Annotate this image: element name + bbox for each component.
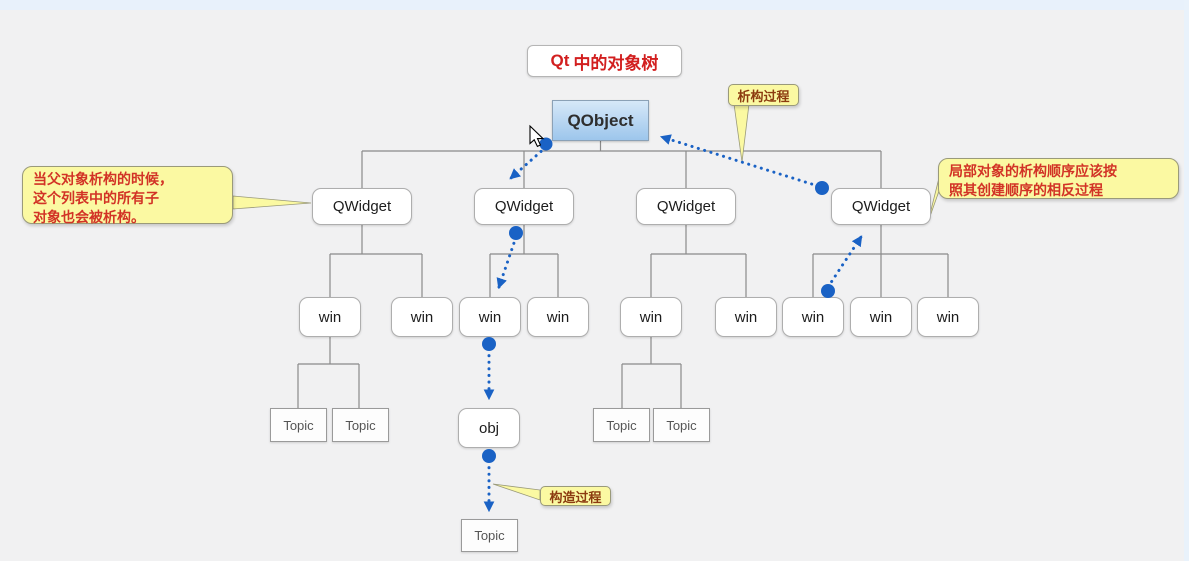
dot-qwidget4-top [815, 181, 829, 195]
node-win-3[interactable]: win [459, 297, 521, 337]
dot-win7-top [821, 284, 835, 298]
node-topic-3[interactable]: Topic [593, 408, 650, 442]
node-topic-1[interactable]: Topic [270, 408, 327, 442]
arrow-qwidget2-to-win3 [496, 235, 518, 290]
edge-qw2-children [489, 225, 559, 297]
dot-qobject-bottom-left [539, 137, 553, 151]
node-win-2[interactable]: win [391, 297, 453, 337]
pointer-destructor-label [733, 103, 750, 163]
mouse-cursor-icon [529, 124, 545, 148]
arrow-qwidget4-to-qobject [659, 134, 820, 188]
edge-root-drops [361, 151, 882, 188]
pointer-constructor-label [492, 483, 541, 501]
right-edge-strip [1184, 0, 1189, 561]
node-win-1[interactable]: win [299, 297, 361, 337]
node-win-5[interactable]: win [620, 297, 682, 337]
node-obj[interactable]: obj [458, 408, 520, 448]
node-win-6[interactable]: win [715, 297, 777, 337]
dot-obj-bottom [482, 449, 496, 463]
node-topic-2[interactable]: Topic [332, 408, 389, 442]
edge-win1-children [297, 337, 360, 408]
node-topic-bottom[interactable]: Topic [461, 519, 518, 552]
diagram-title: Qt 中的对象树 [527, 45, 682, 77]
top-edge-strip [0, 0, 1189, 10]
title-highlight: Qt [550, 51, 570, 70]
callout-local-note[interactable]: 局部对象的析构顺序应该按 照其创建顺序的相反过程 [938, 158, 1179, 199]
arrow-qobject-to-qwidget2 [509, 145, 548, 180]
tree-connectors [297, 141, 949, 408]
edge-win5-children [621, 337, 682, 408]
dot-qwidget2-bottom [509, 226, 523, 240]
edge-qw3-children [650, 225, 747, 297]
node-qwidget-3[interactable]: QWidget [636, 188, 736, 225]
callout-constructor[interactable]: 构造过程 [540, 486, 611, 506]
pointer-parent-note [232, 195, 312, 210]
arrow-win7-to-qwidget4 [826, 235, 863, 289]
edge-qw4-children [812, 225, 949, 297]
node-qwidget-4[interactable]: QWidget [831, 188, 931, 225]
callout-destructor[interactable]: 析构过程 [728, 84, 799, 106]
local-note-line-1: 局部对象的析构顺序应该按 [949, 163, 1117, 179]
dot-win3-bottom [482, 337, 496, 351]
node-topic-4[interactable]: Topic [653, 408, 710, 442]
node-qobject[interactable]: QObject [552, 100, 649, 141]
parent-note-line-1: 当父对象析构的时候， [33, 171, 173, 187]
node-win-7[interactable]: win [782, 297, 844, 337]
node-win-8[interactable]: win [850, 297, 912, 337]
local-note-line-2: 照其创建顺序的相反过程 [949, 182, 1103, 198]
node-win-4[interactable]: win [527, 297, 589, 337]
parent-note-line-3: 对象也会被析构。 [33, 209, 145, 225]
node-qwidget-1[interactable]: QWidget [312, 188, 412, 225]
node-win-9[interactable]: win [917, 297, 979, 337]
title-rest: 中的对象树 [573, 53, 659, 73]
parent-note-line-2: 这个列表中的所有子 [33, 190, 159, 206]
node-qwidget-2[interactable]: QWidget [474, 188, 574, 225]
edge-qw1-children [329, 225, 423, 297]
callout-parent-note[interactable]: 当父对象析构的时候， 这个列表中的所有子 对象也会被析构。 [22, 166, 233, 225]
